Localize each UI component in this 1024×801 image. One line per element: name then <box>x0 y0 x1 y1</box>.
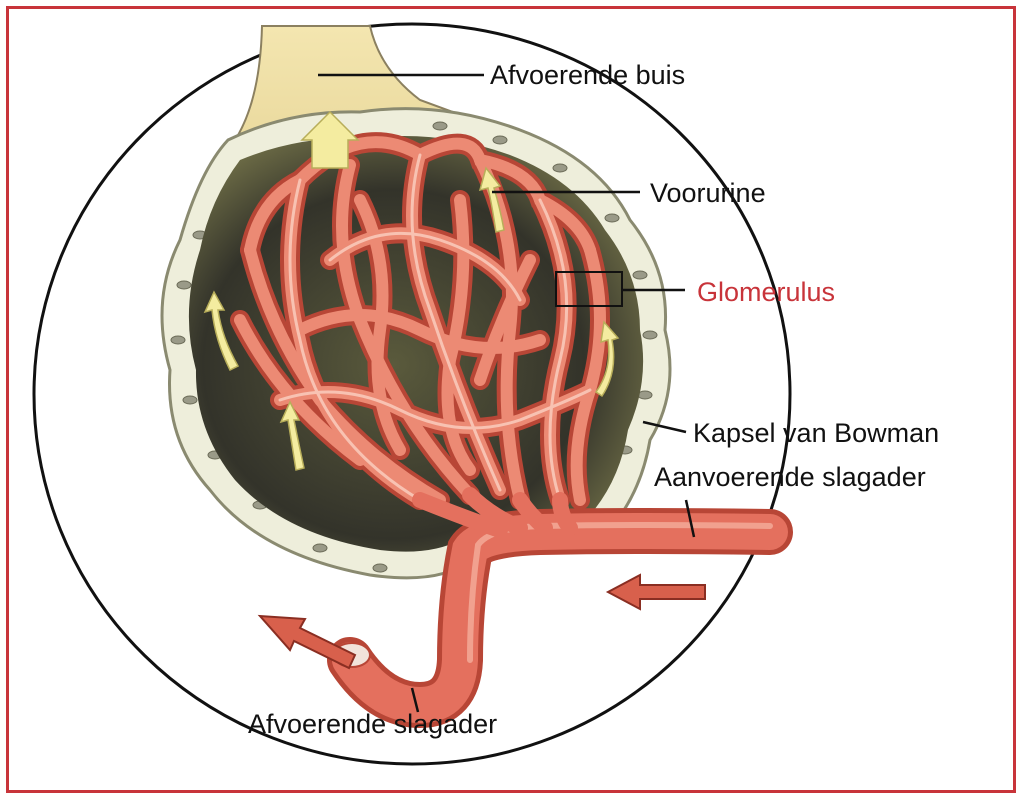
magnifier-circle <box>32 22 792 766</box>
label-afvoerende-slagader: Afvoerende slagader <box>248 709 497 739</box>
filtrate-flow-arrows <box>203 110 620 471</box>
glomerulus-tuft <box>230 132 610 510</box>
label-kapsel-van-bowman: Kapsel van Bowman <box>693 418 939 448</box>
label-afvoerende-buis: Afvoerende buis <box>490 60 685 90</box>
label-aanvoerende-slagader: Aanvoerende slagader <box>654 462 926 492</box>
diagram-frame <box>6 6 1016 793</box>
arterioles <box>327 487 793 729</box>
capsule-cavity <box>188 136 644 552</box>
blood-flow-arrows <box>257 573 706 670</box>
capsule-cells <box>170 121 658 573</box>
leader-lines <box>318 73 696 713</box>
label-voorurine: Voorurine <box>650 178 766 208</box>
label-glomerulus: Glomerulus <box>697 277 835 307</box>
